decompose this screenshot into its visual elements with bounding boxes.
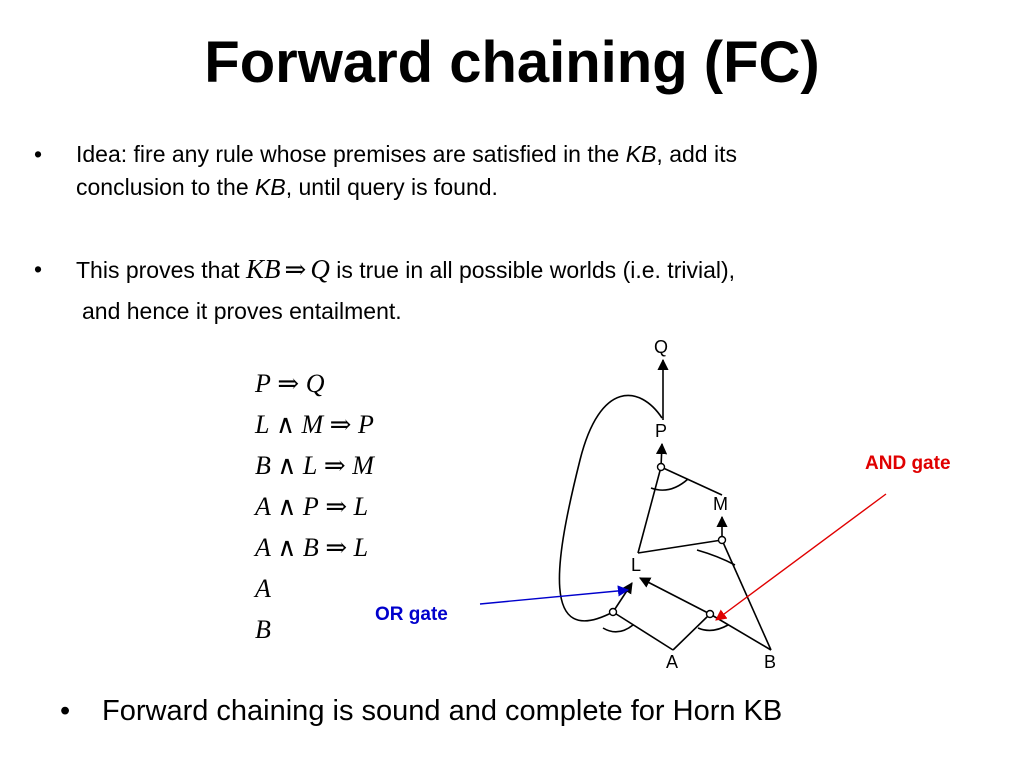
and-arc-m (696, 549, 736, 566)
gate-m (717, 535, 727, 545)
node-m: M (713, 494, 728, 514)
and-gate-arrow (715, 493, 887, 621)
bullet-marker: • (34, 256, 43, 282)
rule-1: P⇒Q (255, 369, 325, 398)
edge-a-to-l2 (672, 613, 711, 651)
gate-p (656, 462, 666, 472)
gate-l-ap (705, 609, 715, 619)
bullet-idea-text-2: , add its (656, 141, 737, 167)
edge-l-to-m (637, 539, 723, 554)
bullet-idea-kb-2: KB (255, 174, 286, 200)
node-l: L (631, 555, 641, 575)
edge-gate-l-ap (639, 577, 711, 615)
edge-b-to-l (709, 613, 772, 651)
node-b: B (764, 652, 776, 672)
and-gate-label: AND gate (865, 453, 951, 474)
and-arc-l1 (602, 624, 634, 633)
bullet-idea-kb-1: KB (625, 141, 657, 167)
math-kb-implies-q: KB⇒Q (246, 254, 330, 284)
slide-title: Forward chaining (FC) (204, 30, 820, 95)
edge-gate-l-ab (612, 582, 633, 613)
rule-3: B∧L⇒M (255, 451, 375, 480)
edge-m-to-p (660, 466, 723, 496)
bullet-idea-text-3: conclusion to the (76, 174, 256, 200)
math-implies: ⇒ (284, 255, 307, 284)
edge-loop-a-p (558, 394, 663, 622)
math-kb: KB (246, 254, 281, 284)
node-p: P (655, 421, 667, 441)
bullet-proves-text-1: This proves that (76, 257, 247, 283)
or-gate-label: OR gate (375, 604, 448, 625)
bullet-marker: • (60, 695, 71, 727)
rule-5: A∧B⇒L (255, 533, 369, 562)
bullet-proves-text-2: is true in all possible worlds (i.e. tri… (329, 257, 736, 283)
rule-7: B (255, 615, 272, 644)
or-gate-arrow (479, 585, 630, 605)
math-q: Q (310, 254, 330, 284)
bullet-marker: • (34, 141, 43, 167)
bullet-idea-text-1: Idea: fire any rule whose premises are s… (76, 141, 626, 167)
bullet-proves-text-3: and hence it proves entailment. (82, 298, 402, 324)
node-q: Q (654, 337, 668, 357)
rule-4: A∧P⇒L (255, 492, 369, 521)
rule-6: A (255, 574, 272, 603)
rule-2: L∧M⇒P (255, 410, 375, 439)
bullet-sound-complete-text: Forward chaining is sound and complete f… (102, 695, 783, 727)
and-arc-p (650, 478, 689, 491)
bullet-idea-text-4: , until query is found. (285, 174, 498, 200)
and-arc-l2 (697, 624, 729, 632)
node-a: A (666, 652, 678, 672)
gate-l-ab (608, 607, 618, 617)
edge-a-to-l (612, 611, 674, 651)
edge-l-to-p (637, 466, 662, 554)
edge-b-to-m (721, 539, 772, 651)
